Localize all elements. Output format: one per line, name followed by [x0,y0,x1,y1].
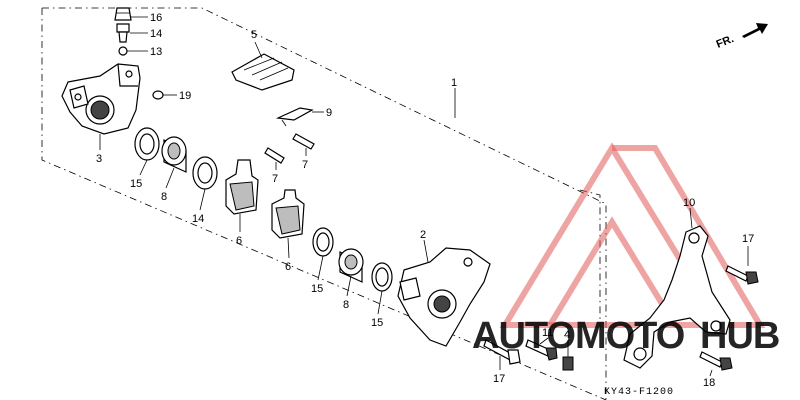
direction-label: FR. [715,33,736,51]
callout-4: 4 [564,329,570,341]
callout-19: 19 [179,90,191,102]
bleeder-cap-16 [114,7,132,21]
pin-bolt-11 [525,339,558,361]
callout-14b: 15 [311,283,323,295]
callout-7b: 7 [302,159,308,171]
watermark-text-left: AUTOMOTO [472,315,684,357]
pin-clip-9 [275,107,314,127]
watermark: AUTOMOTO HUB [472,315,780,357]
triangle-logo-icon [499,142,766,328]
callout-labels: 16 14 13 19 3 15 8 14 6 6 5 9 7 7 1 2 15… [96,12,754,389]
brake-pad-6b [271,189,305,239]
callout-17a: 17 [742,233,754,245]
o-ring-19 [152,90,164,100]
drawing-code: KY43-F1200 [604,387,674,398]
callout-10: 10 [683,197,695,209]
caliper-bracket-10 [623,225,731,369]
callout-1: 1 [451,77,457,89]
callout-7a: 7 [272,173,278,185]
piston-seal-14a [192,156,218,190]
callout-6b: 6 [285,261,291,273]
caliper-body-2 [397,247,491,347]
dust-seal-15a [134,127,160,161]
caliper-bolt-18 [483,339,521,365]
callout-12: 13 [150,46,162,58]
callout-2: 2 [420,229,426,241]
brake-pad-6a [225,159,259,215]
callout-8a: 8 [161,191,167,203]
piston-8a [161,136,187,173]
bracket-bolt-17b [699,351,733,371]
leader-lines [99,16,749,377]
watermark-text-right: HUB [700,315,779,357]
callout-9: 9 [326,107,332,119]
callout-6a: 6 [236,235,242,247]
callout-8b: 8 [343,299,349,311]
pin-plug-4 [562,356,574,371]
piston-seal-14b [312,227,334,257]
callout-17b: 18 [703,377,715,389]
pad-spring-5 [231,53,295,91]
callout-15a: 15 [130,178,142,190]
callout-14a: 14 [192,213,204,225]
callout-13: 14 [150,28,162,40]
dust-seal-15b [371,262,393,292]
callout-5: 5 [251,29,257,41]
callout-15b: 15 [371,317,383,329]
callout-11: 11 [542,327,553,339]
bleeder-seat-12 [118,46,128,56]
pad-pin-7a [264,147,285,164]
piston-8b [338,248,364,283]
bracket-bolt-17a [725,265,759,285]
callout-16: 16 [150,12,162,24]
bleeder-valve-13 [116,23,130,43]
pad-pin-7b [292,133,315,150]
caliper-body-3 [61,63,141,135]
callout-18: 17 [493,373,505,385]
front-direction-arrow-icon: FR. [715,23,768,51]
callout-3: 3 [96,153,102,165]
